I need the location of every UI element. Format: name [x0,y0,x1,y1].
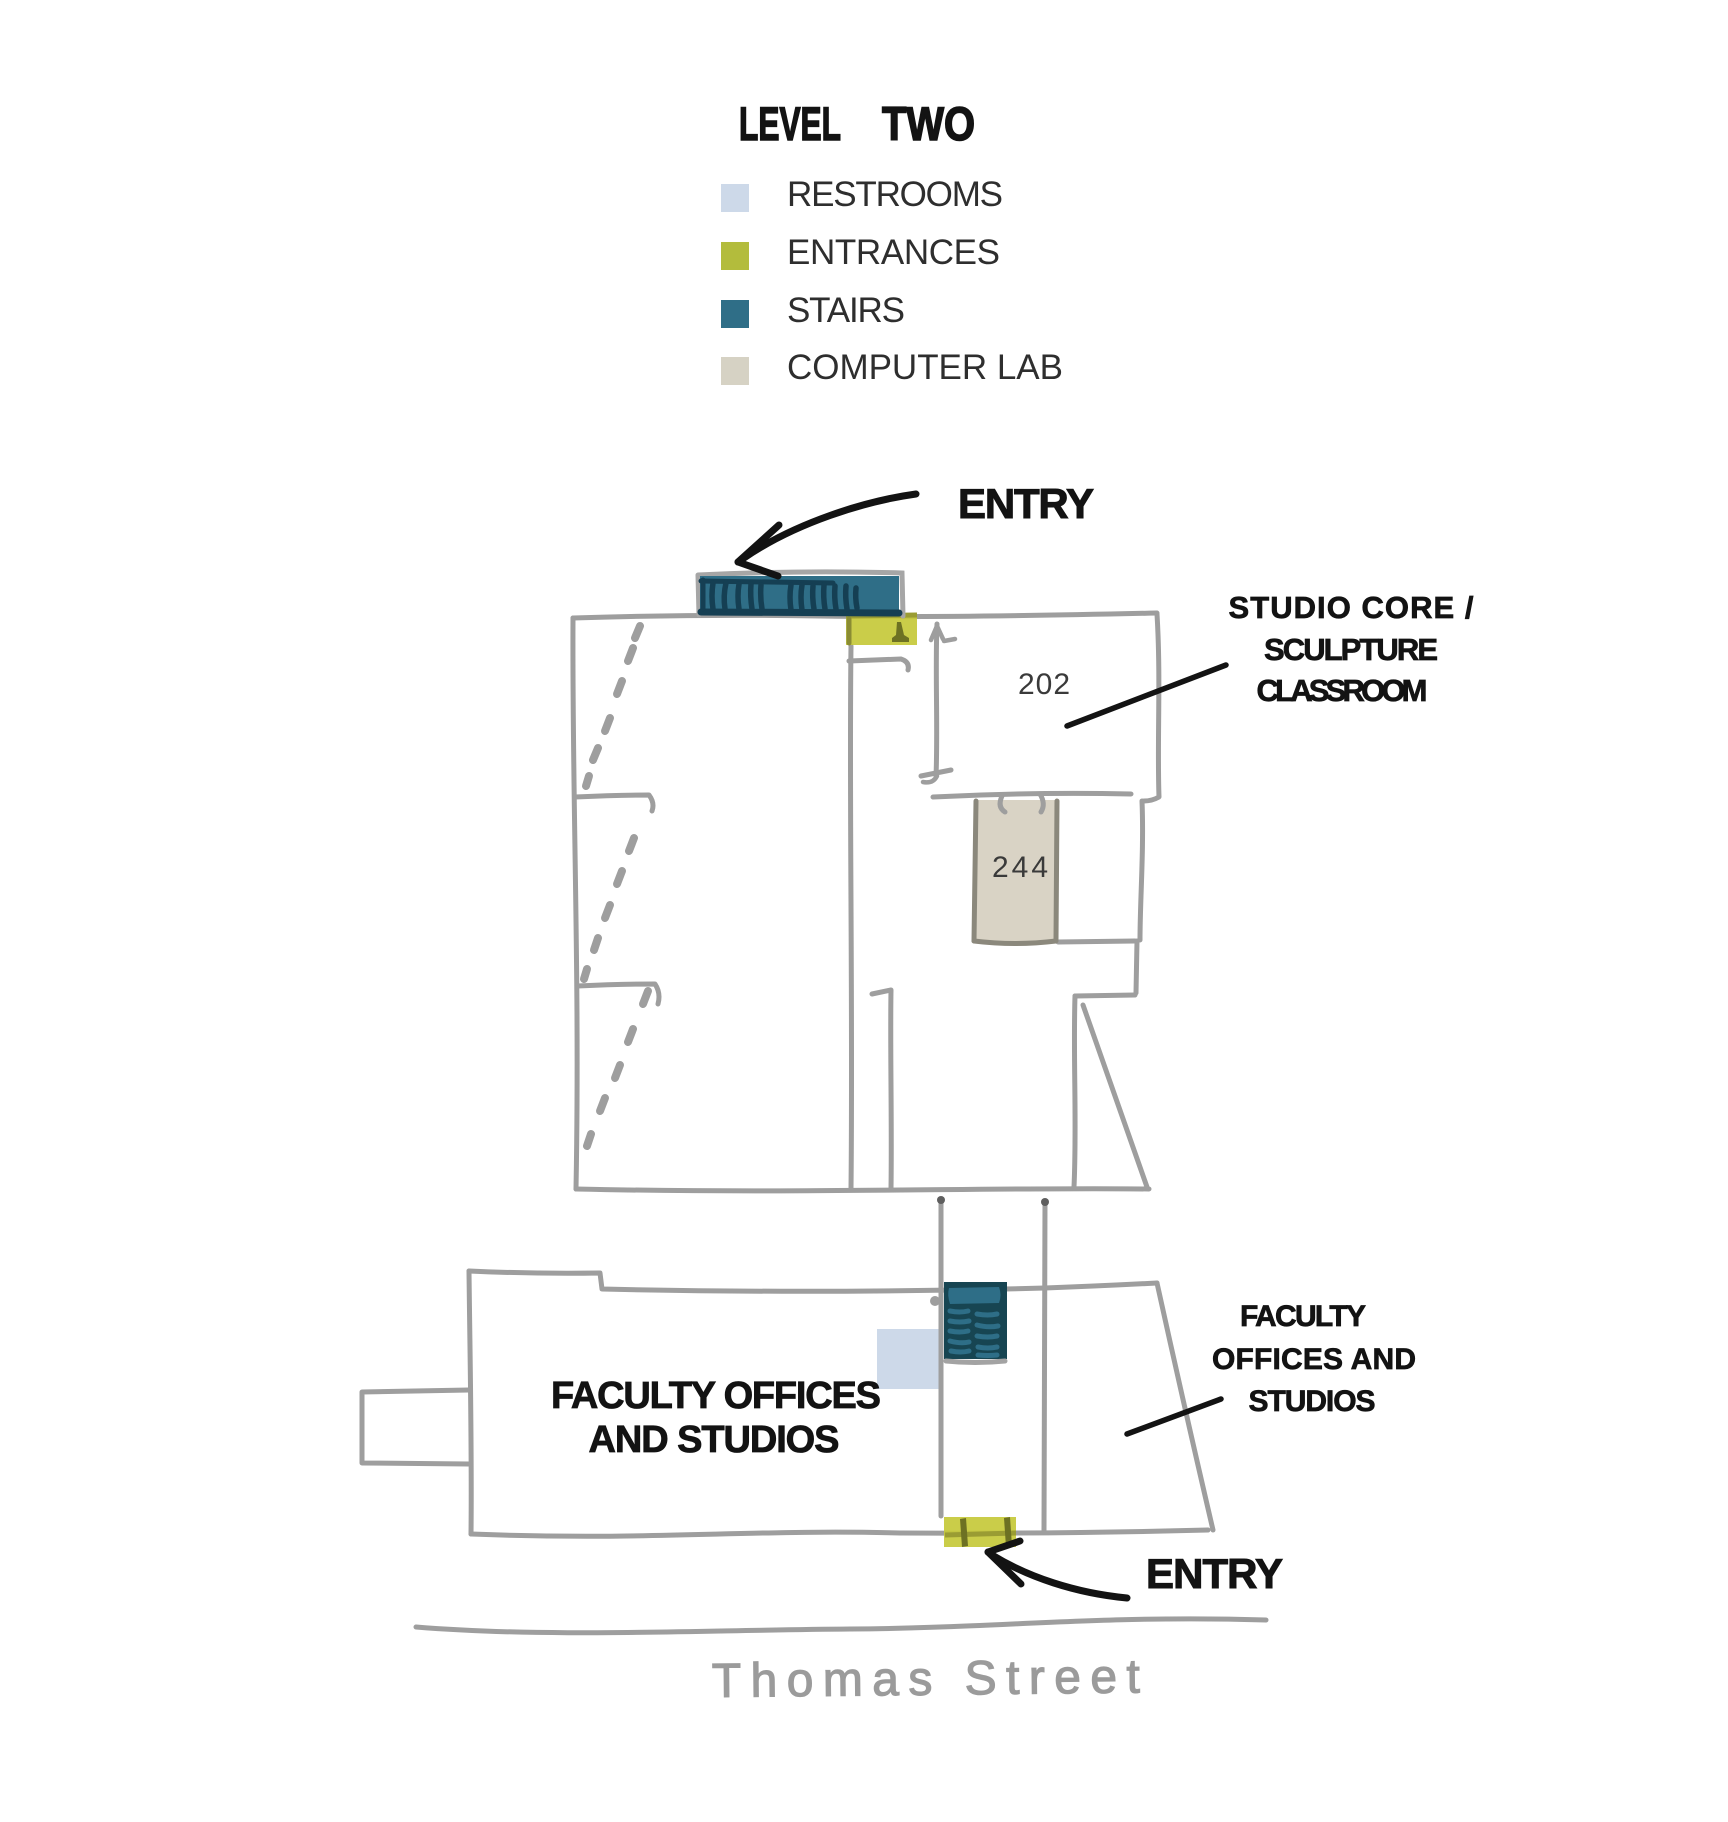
svg-text:TWO: TWO [882,97,975,150]
svg-text:RESTROOMS: RESTROOMS [787,175,1003,214]
svg-text:FACULTY: FACULTY [1240,1300,1366,1333]
svg-text:FACULTY OFFICES: FACULTY OFFICES [551,1375,881,1417]
svg-text:AND STUDIOS: AND STUDIOS [589,1419,840,1461]
svg-text:202: 202 [1018,668,1070,701]
svg-text:ENTRY: ENTRY [1146,1550,1283,1597]
svg-text:ENTRANCES: ENTRANCES [787,233,1000,272]
svg-text:SCULPTURE: SCULPTURE [1264,632,1438,667]
svg-text:ENTRY: ENTRY [958,480,1094,527]
svg-text:CLASSROOM: CLASSROOM [1257,673,1428,708]
svg-text:LEVEL: LEVEL [739,97,841,150]
svg-text:STUDIOS: STUDIOS [1249,1385,1376,1418]
svg-text:STAIRS: STAIRS [787,291,905,330]
svg-text:244: 244 [992,851,1048,884]
svg-text:OFFICES AND: OFFICES AND [1212,1343,1416,1376]
svg-text:STUDIO CORE /: STUDIO CORE / [1229,590,1474,625]
svg-text:COMPUTER LAB: COMPUTER LAB [787,348,1063,387]
svg-text:Thomas Street: Thomas Street [712,1651,1141,1708]
